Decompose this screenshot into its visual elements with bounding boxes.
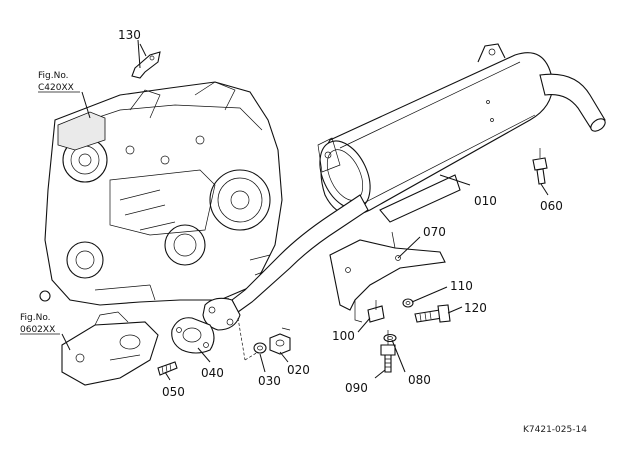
bolt-060-drawing — [532, 148, 548, 185]
bolt-120-drawing — [414, 304, 451, 323]
part-label-010: 010 — [474, 194, 497, 208]
figure-ref-0602-line1: Fig.No. — [20, 313, 51, 323]
leader-lines — [137, 39, 549, 381]
manifold-drawing — [61, 311, 159, 386]
part-label-050: 050 — [162, 385, 185, 399]
nut-020-drawing — [269, 327, 291, 355]
part-label-060: 060 — [540, 199, 563, 213]
clip-130-drawing — [131, 43, 161, 79]
washer-030-drawing — [253, 342, 267, 354]
bolt-100-drawing — [367, 300, 385, 323]
bracket-070-drawing — [329, 231, 446, 323]
part-label-030: 030 — [258, 374, 281, 388]
part-label-110: 110 — [450, 279, 473, 293]
figure-ref-0602-line2: 0602XX — [20, 325, 55, 335]
part-label-040: 040 — [201, 366, 224, 380]
part-label-130: 130 — [118, 28, 141, 42]
washer-110-drawing — [402, 298, 414, 308]
exhaust-pipe-drawing — [202, 194, 369, 331]
stud-050-drawing — [157, 361, 178, 376]
figure-ref-c420-line1: Fig.No. — [38, 71, 69, 81]
drawing-code: K7421-025-14 — [523, 425, 587, 435]
part-label-090: 090 — [345, 381, 368, 395]
washer-080-drawing — [383, 333, 397, 343]
engine-block-drawing — [39, 81, 283, 306]
bolt-090-drawing — [380, 330, 396, 373]
part-label-070: 070 — [423, 225, 446, 239]
part-label-020: 020 — [287, 363, 310, 377]
part-label-080: 080 — [408, 373, 431, 387]
figure-ref-c420-line2: C420XX — [38, 83, 74, 93]
part-label-120: 120 — [464, 301, 487, 315]
gasket-040-drawing — [171, 317, 215, 354]
part-label-100: 100 — [332, 329, 355, 343]
muffler-drawing — [317, 43, 606, 223]
